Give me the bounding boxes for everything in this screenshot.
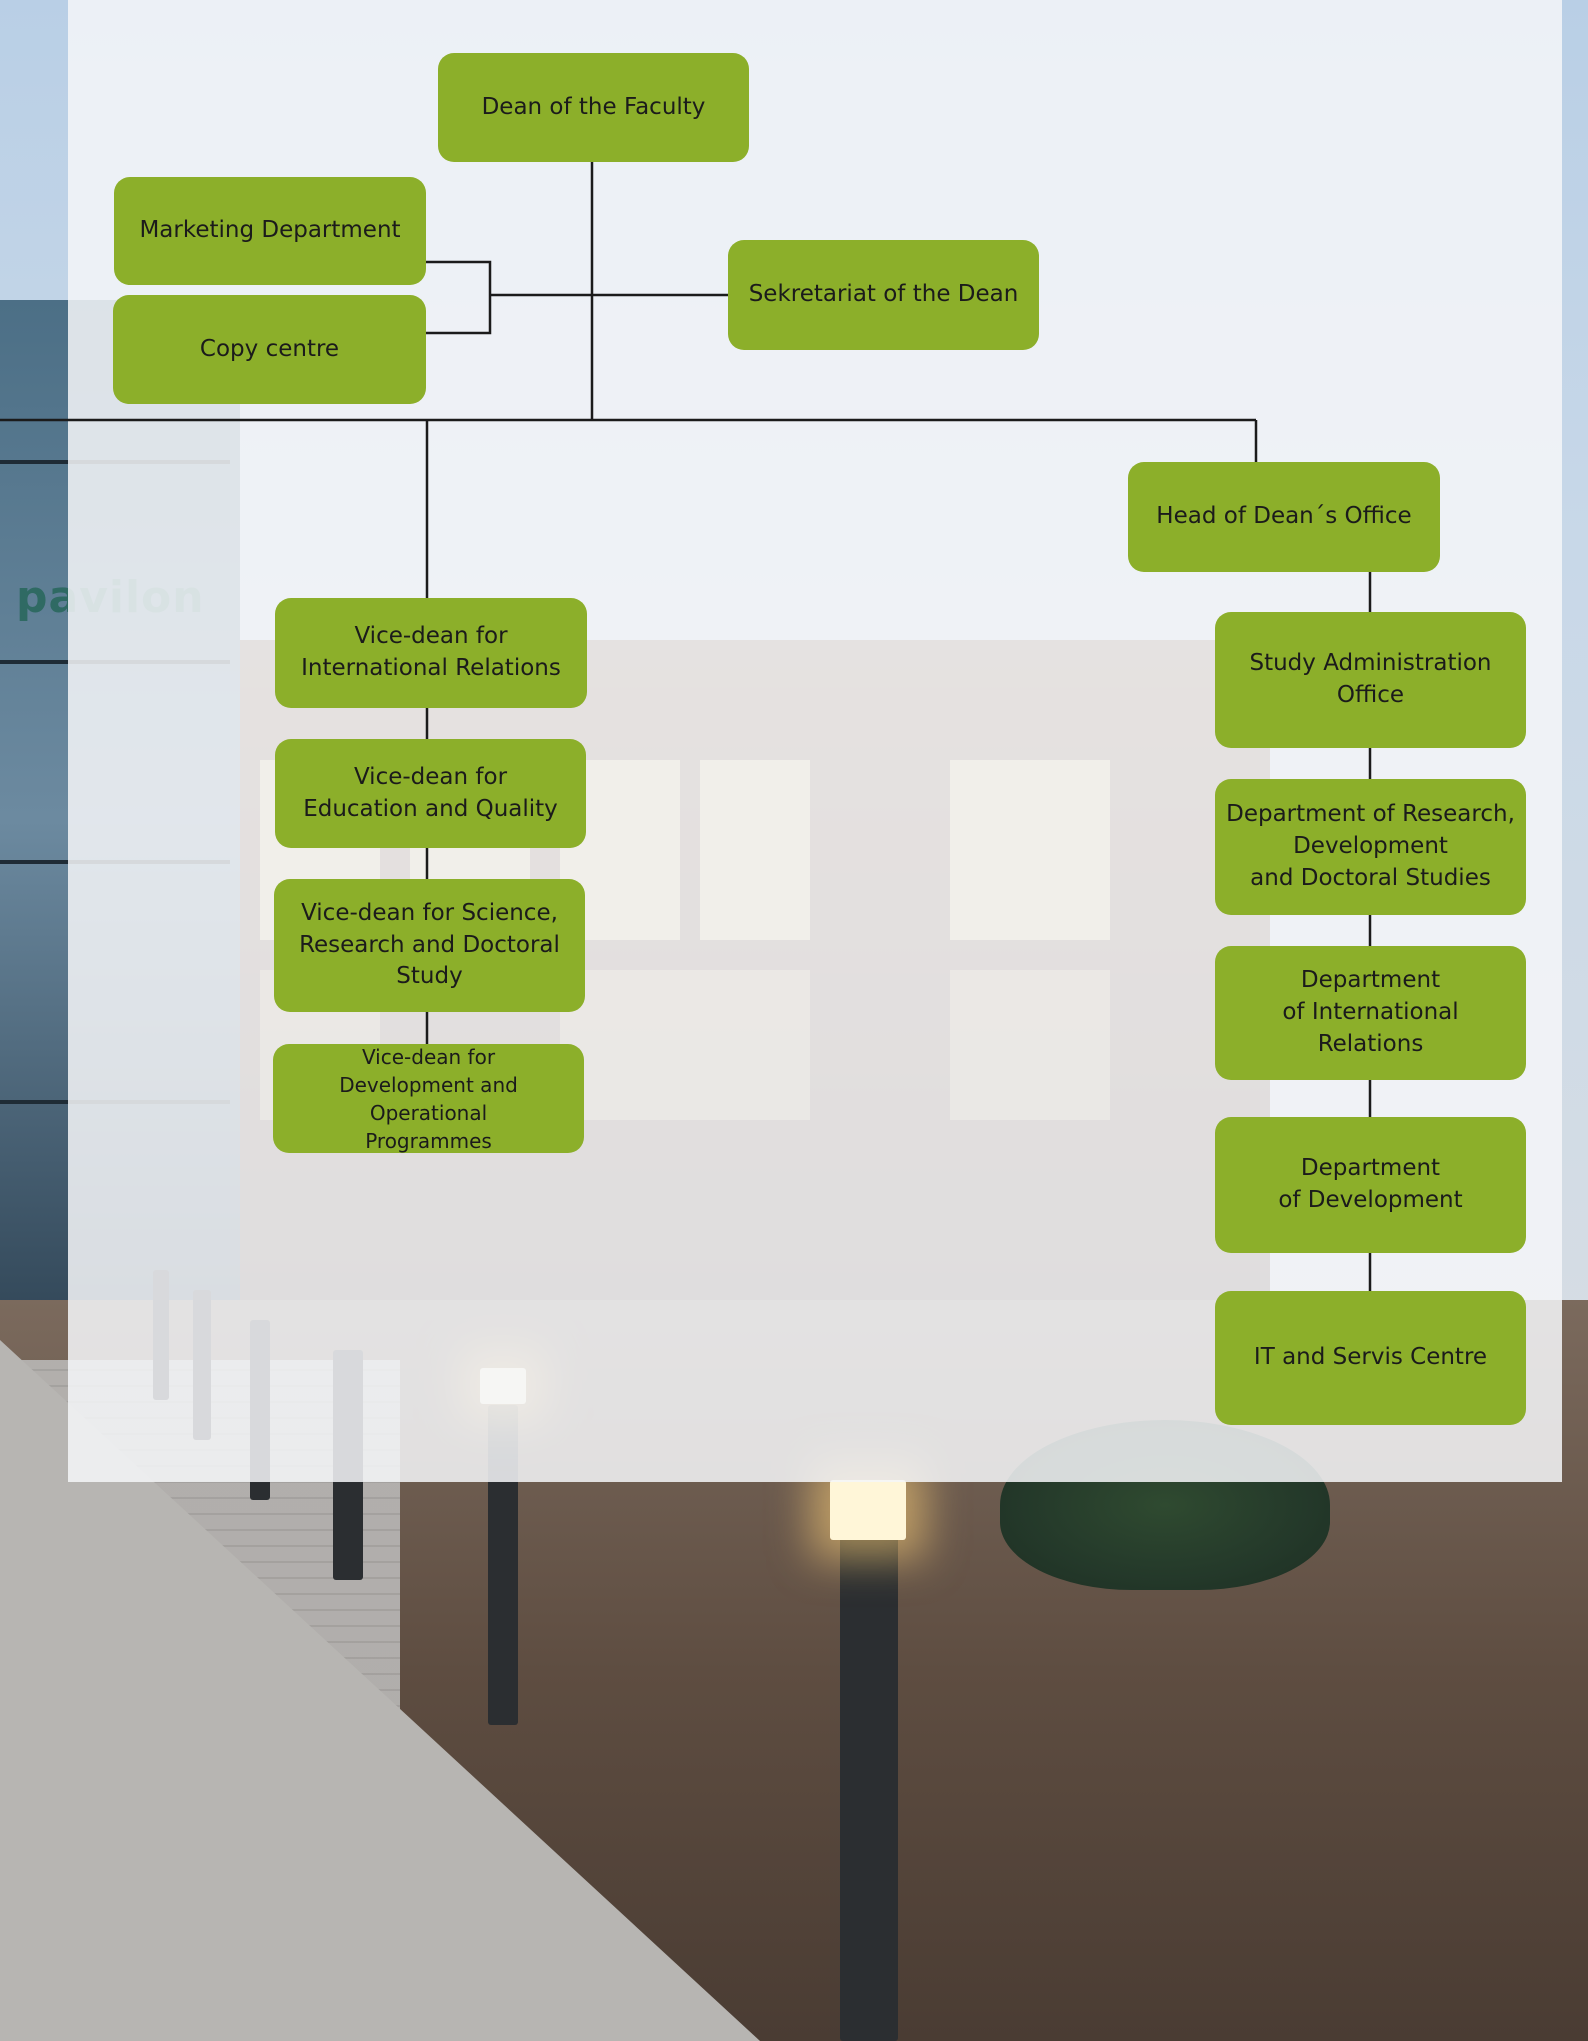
connector-marketing-copy [426, 260, 492, 335]
box-vice-dean-education: Vice-dean for Education and Quality [275, 739, 586, 848]
box-study-administration: Study Administration Office [1215, 612, 1526, 748]
box-secretariat: Sekretariat of the Dean [728, 240, 1039, 350]
box-research-department: Department of Research, Development and … [1215, 779, 1526, 915]
box-international-department: Department of International Relations [1215, 946, 1526, 1080]
bollard [840, 1500, 898, 2041]
box-dean: Dean of the Faculty [438, 53, 749, 162]
box-copy-centre: Copy centre [113, 295, 426, 404]
box-it-centre: IT and Servis Centre [1215, 1291, 1526, 1425]
box-vice-dean-science: Vice-dean for Science, Research and Doct… [274, 879, 585, 1012]
box-development-department: Department of Development [1215, 1117, 1526, 1253]
box-vice-dean-development: Vice-dean for Development and Operationa… [273, 1044, 584, 1153]
box-vice-dean-international: Vice-dean for International Relations [275, 598, 587, 708]
box-marketing: Marketing Department [114, 177, 426, 285]
box-head-office: Head of Dean´s Office [1128, 462, 1440, 572]
bollard-lamp [830, 1480, 906, 1540]
